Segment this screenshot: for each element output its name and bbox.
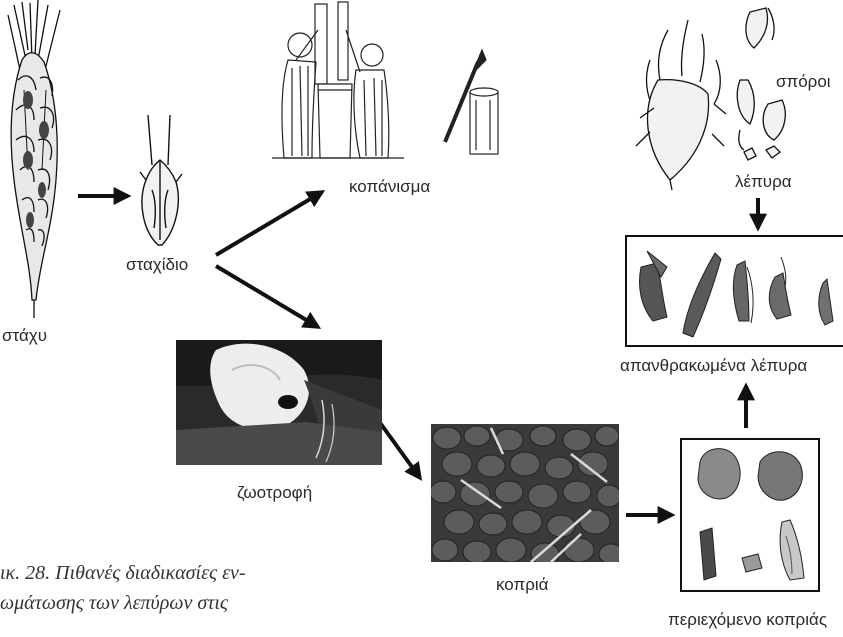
label-lepyra: λέπυρα xyxy=(735,172,792,192)
label-periechomeno: περιεχόμενο κοπριάς xyxy=(668,610,827,630)
dung-pellets-photo xyxy=(431,424,619,562)
label-kopanisma: κοπάνισμα xyxy=(349,177,430,197)
dung-pellets-image xyxy=(431,424,619,562)
label-apanthrakomena: απανθρακωμένα λέπυρα xyxy=(620,356,807,376)
label-stachy: στάχυ xyxy=(2,326,47,346)
animal-feeding-photo xyxy=(176,340,382,465)
label-stachidio: σταχίδιο xyxy=(126,255,188,275)
figure-caption: ικ. 28. Πιθανές διαδικασίες εν- ωμάτωσης… xyxy=(0,558,340,618)
caption-line-2: ωμάτωσης των λεπύρων στις xyxy=(0,588,340,618)
animal-feeding-image xyxy=(176,340,382,465)
label-kopria: κοπριά xyxy=(496,575,549,595)
charred-husks-image xyxy=(627,237,843,349)
dung-contents-photo xyxy=(680,438,820,592)
label-zootrofi: ζωοτροφή xyxy=(237,483,312,503)
caption-line-1: ικ. 28. Πιθανές διαδικασίες εν- xyxy=(0,558,340,588)
label-sporoi: σπόροι xyxy=(776,72,831,92)
dung-contents-image xyxy=(682,440,822,594)
charred-husks-photo xyxy=(625,235,843,347)
